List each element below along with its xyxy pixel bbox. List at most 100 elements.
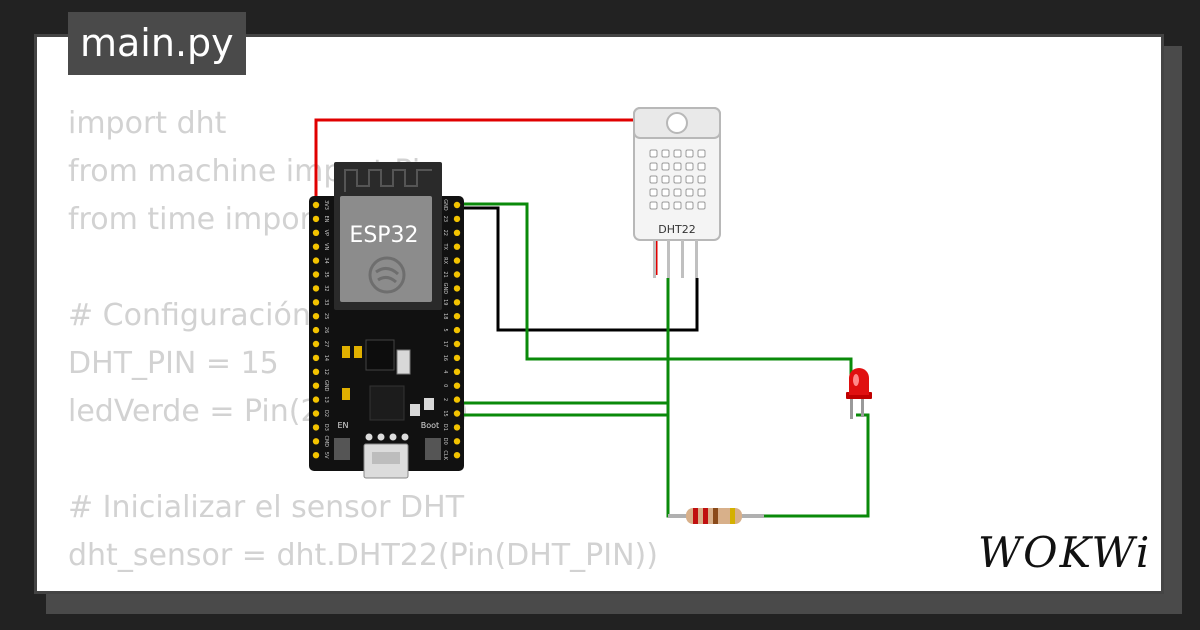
pin-label: 35 xyxy=(323,271,329,277)
header-pin[interactable] xyxy=(453,299,461,306)
code-line: # Inicializar el sensor DHT xyxy=(68,490,465,525)
vent-hole xyxy=(649,162,658,171)
pin-label: 5 xyxy=(442,329,448,332)
dht22-sensor[interactable]: DHT22 xyxy=(633,107,721,278)
header-pin[interactable] xyxy=(312,382,320,389)
vent-hole xyxy=(661,188,670,197)
header-pin[interactable] xyxy=(453,285,461,292)
vent-hole xyxy=(649,188,658,197)
preview-card xyxy=(34,34,1164,594)
header-pin[interactable] xyxy=(312,285,320,292)
pin-label: 17 xyxy=(442,341,448,347)
en-button-label: EN xyxy=(337,421,348,430)
pin-label: 14 xyxy=(323,355,329,361)
wire-gnd-to-led xyxy=(458,202,853,378)
vent-hole xyxy=(697,175,706,184)
pin-label: 25 xyxy=(323,313,329,319)
file-tab[interactable]: main.py xyxy=(68,12,246,75)
vent-hole xyxy=(685,175,694,184)
header-pin[interactable] xyxy=(312,215,320,223)
pin-label: 16 xyxy=(442,355,448,361)
esp32-label: ESP32 xyxy=(349,223,418,248)
header-pin[interactable] xyxy=(453,229,461,236)
vent-hole xyxy=(697,188,706,197)
header-pin[interactable] xyxy=(453,326,461,334)
header-pin[interactable] xyxy=(312,340,320,348)
header-pin[interactable] xyxy=(312,354,320,362)
vent-hole xyxy=(649,201,658,210)
pin-label: 26 xyxy=(323,327,329,333)
header-pin[interactable] xyxy=(312,313,320,320)
vent-hole xyxy=(697,149,706,158)
header-pin[interactable] xyxy=(312,368,320,375)
header-pin[interactable] xyxy=(312,201,320,209)
esp32-left-header: 3V3ENVPVN343532332526271412GND13D2D3CMD5… xyxy=(312,200,329,459)
header-pin[interactable] xyxy=(312,229,320,236)
vent-hole xyxy=(697,162,706,171)
pin-label: 0 xyxy=(442,384,448,387)
header-pin[interactable] xyxy=(453,368,461,375)
header-pin[interactable] xyxy=(453,452,461,459)
header-pin[interactable] xyxy=(312,257,320,264)
header-pin[interactable] xyxy=(312,424,320,431)
header-pin[interactable] xyxy=(453,313,461,320)
vent-hole xyxy=(673,175,682,184)
vent-hole xyxy=(649,175,658,184)
pin-label: 3V3 xyxy=(323,200,329,210)
header-pin[interactable] xyxy=(453,382,461,389)
pin-label: 27 xyxy=(323,341,329,347)
vent-hole xyxy=(661,175,670,184)
pin-label: 32 xyxy=(323,285,329,291)
header-pin[interactable] xyxy=(312,299,320,306)
pin-label: 12 xyxy=(323,369,329,375)
pin-label: 15 xyxy=(442,410,448,416)
pin-label: GND xyxy=(442,283,448,295)
vent-hole xyxy=(685,201,694,210)
pin-label: 22 xyxy=(442,230,448,236)
esp32-board[interactable]: ESP32 EN Boot 3V3ENVPVN34353233252627141… xyxy=(309,162,464,479)
header-pin[interactable] xyxy=(453,257,461,264)
pin-label: D1 xyxy=(442,424,448,431)
pin-label: EN xyxy=(323,215,329,222)
header-pin[interactable] xyxy=(453,438,461,445)
pin-label: 19 xyxy=(442,299,448,305)
resistor[interactable] xyxy=(668,508,764,524)
header-pin[interactable] xyxy=(453,410,461,417)
vent-hole xyxy=(661,201,670,210)
pin-label: 2 xyxy=(442,398,448,401)
pin-label: 33 xyxy=(323,299,329,305)
pin-label: D0 xyxy=(442,438,448,445)
header-pin[interactable] xyxy=(453,354,461,362)
vent-hole xyxy=(685,188,694,197)
header-pin[interactable] xyxy=(453,243,461,250)
header-pin[interactable] xyxy=(453,424,461,431)
header-pin[interactable] xyxy=(453,215,461,223)
header-pin[interactable] xyxy=(453,396,461,403)
header-pin[interactable] xyxy=(312,326,320,334)
red-led[interactable] xyxy=(846,368,872,419)
header-pin[interactable] xyxy=(312,410,320,417)
header-pin[interactable] xyxy=(312,452,320,459)
header-pin[interactable] xyxy=(312,396,320,403)
header-pin[interactable] xyxy=(312,438,320,445)
code-line: import dht xyxy=(68,106,227,141)
pin-label: VN xyxy=(323,243,329,250)
dht22-vent-grid xyxy=(649,149,706,210)
header-pin[interactable] xyxy=(312,243,320,250)
vent-hole xyxy=(685,149,694,158)
header-pin[interactable] xyxy=(453,201,461,209)
header-pin[interactable] xyxy=(453,271,461,278)
pin-label: 4 xyxy=(442,370,448,373)
header-pin[interactable] xyxy=(312,271,320,278)
wire-resistor-to-led xyxy=(752,413,870,518)
vent-hole xyxy=(685,162,694,171)
pin-label: GND xyxy=(323,380,329,392)
pin-label: RX xyxy=(442,257,448,264)
dht22-label: DHT22 xyxy=(658,223,695,236)
pin-label: 34 xyxy=(323,257,329,263)
wire-d2-to-led xyxy=(458,401,670,417)
code-line: dht_sensor = dht.DHT22(Pin(DHT_PIN)) xyxy=(68,538,658,573)
header-pin[interactable] xyxy=(453,340,461,348)
